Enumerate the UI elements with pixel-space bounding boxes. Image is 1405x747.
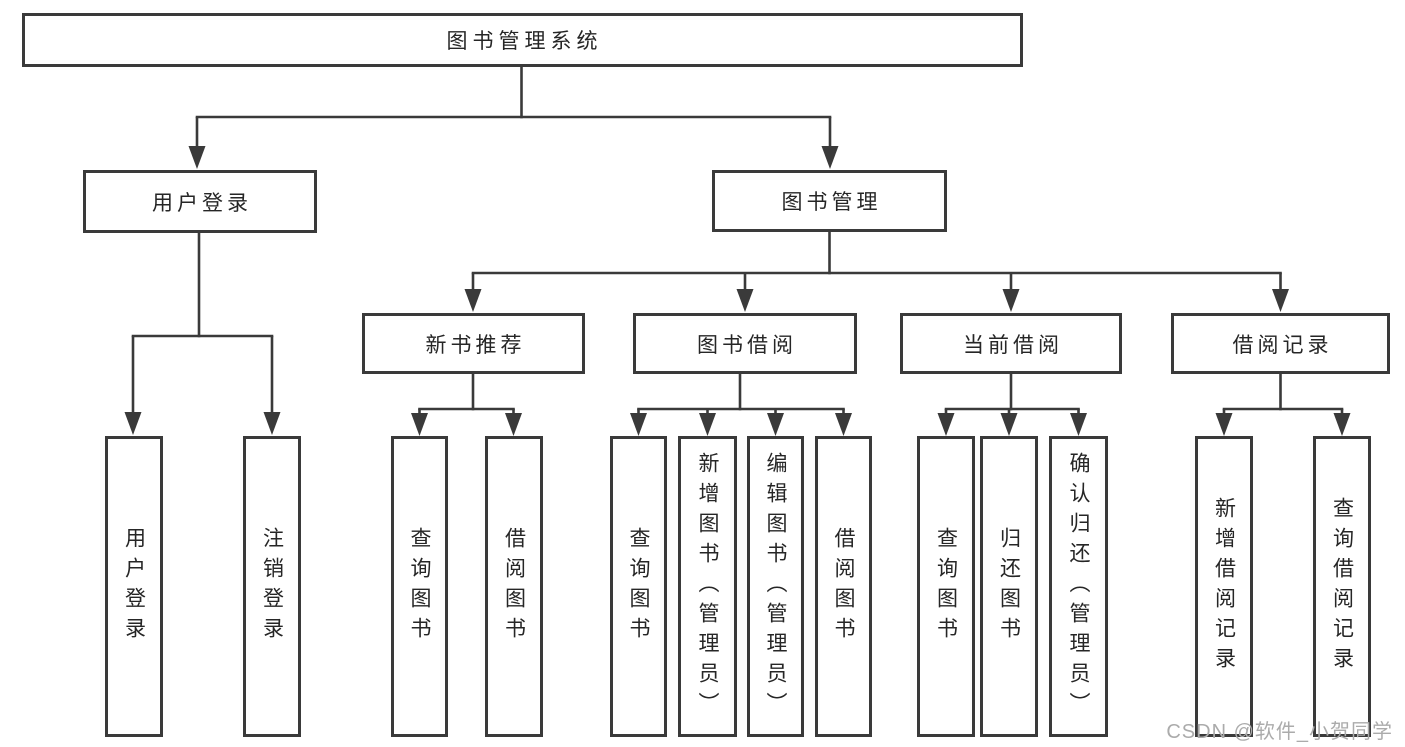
leaf-logout-label: 注销登录	[260, 526, 284, 647]
node-book-management-label: 图书管理	[781, 191, 882, 214]
leaf-borrow-books-recommend-label: 借阅图书	[502, 526, 526, 647]
leaf-borrow-books-recommend: 借阅图书	[485, 436, 543, 737]
leaf-query-books-current-label: 查询图书	[934, 526, 958, 647]
leaf-confirm-return-admin: 确认归还（管理员）	[1049, 436, 1108, 737]
leaf-edit-book-admin: 编辑图书（管理员）	[747, 436, 804, 737]
node-book-management: 图书管理	[712, 170, 947, 232]
leaf-query-books-borrow: 查询图书	[610, 436, 667, 737]
leaf-edit-book-admin-label: 编辑图书（管理员）	[764, 451, 787, 722]
leaf-confirm-return-admin-label: 确认归还（管理员）	[1067, 451, 1090, 722]
leaf-query-books-current: 查询图书	[917, 436, 975, 737]
csdn-watermark: CSDN @软件_小贺同学	[1166, 721, 1393, 743]
node-root-label: 图书管理系统	[446, 30, 603, 53]
node-book-borrow-label: 图书借阅	[697, 333, 797, 357]
node-root: 图书管理系统	[22, 13, 1023, 67]
node-user-login: 用户登录	[83, 170, 317, 233]
leaf-query-books-borrow-label: 查询图书	[627, 526, 650, 647]
node-current-borrow: 当前借阅	[900, 313, 1122, 374]
node-user-login-label: 用户登录	[152, 191, 252, 215]
leaf-add-book-admin-label: 新增图书（管理员）	[696, 451, 719, 722]
leaf-user-login-label: 用户登录	[122, 526, 146, 647]
leaf-add-book-admin: 新增图书（管理员）	[678, 436, 737, 737]
leaf-query-borrow-record-label: 查询借阅记录	[1330, 496, 1354, 677]
leaf-query-borrow-record: 查询借阅记录	[1313, 436, 1371, 737]
leaf-query-books-recommend-label: 查询图书	[408, 526, 431, 647]
leaf-query-books-recommend: 查询图书	[391, 436, 448, 737]
leaf-add-borrow-record: 新增借阅记录	[1195, 436, 1253, 737]
node-new-book-recommend-label: 新书推荐	[425, 333, 526, 357]
leaf-return-book-label: 归还图书	[997, 526, 1021, 647]
leaf-borrow-books: 借阅图书	[815, 436, 872, 737]
node-borrow-records: 借阅记录	[1171, 313, 1390, 374]
leaf-borrow-books-label: 借阅图书	[832, 526, 855, 647]
node-current-borrow-label: 当前借阅	[963, 333, 1063, 357]
node-book-borrow: 图书借阅	[633, 313, 857, 374]
node-borrow-records-label: 借阅记录	[1232, 333, 1333, 357]
leaf-add-borrow-record-label: 新增借阅记录	[1212, 496, 1236, 677]
leaf-logout: 注销登录	[243, 436, 301, 737]
leaf-return-book: 归还图书	[980, 436, 1038, 737]
leaf-user-login: 用户登录	[105, 436, 163, 737]
node-new-book-recommend: 新书推荐	[362, 313, 585, 374]
